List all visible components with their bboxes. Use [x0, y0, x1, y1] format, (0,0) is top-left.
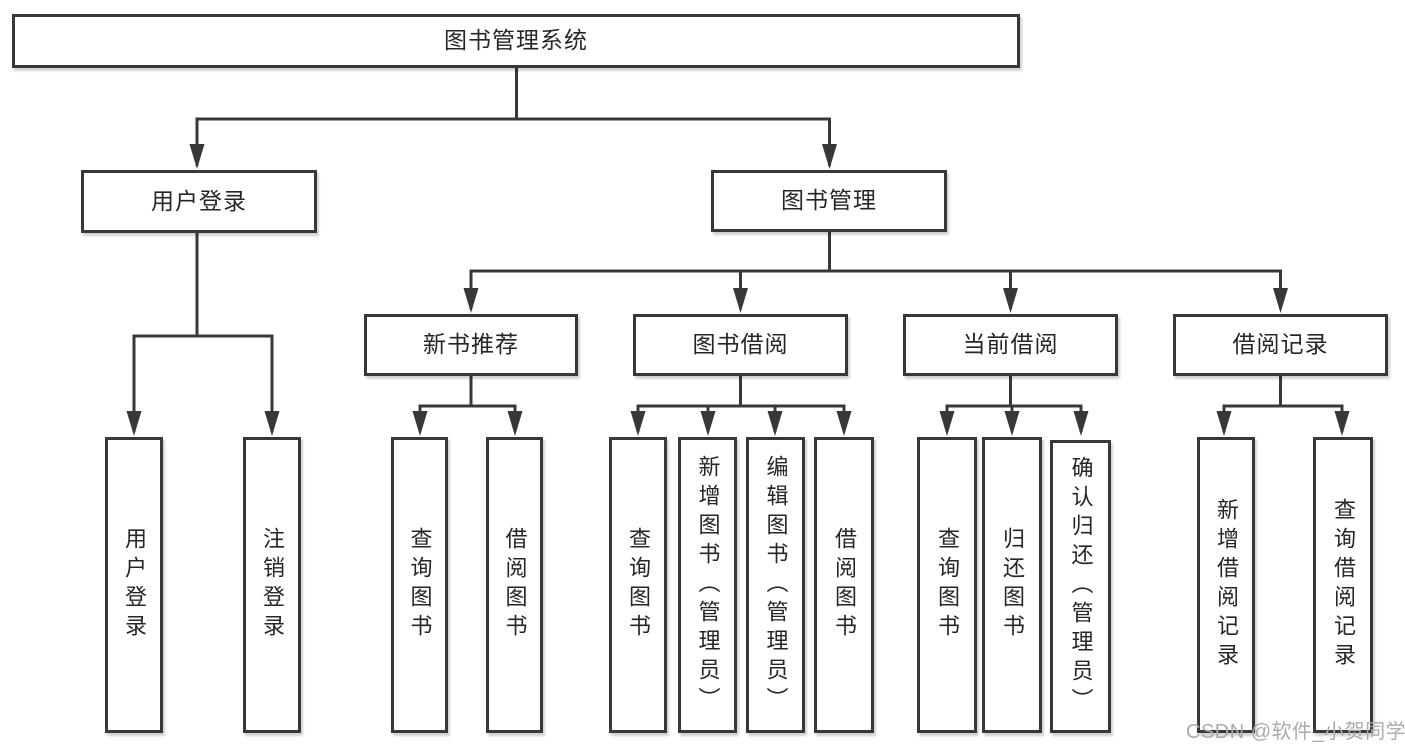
node-label: 归还图书: [1000, 527, 1025, 643]
leaf-borrow-books-borrowing: 借阅图书: [814, 437, 874, 733]
leaf-edit-books-admin: 编辑图书（管理员）: [746, 437, 805, 733]
node-label: 新增借阅记录: [1214, 498, 1239, 672]
node-label: 查询借阅记录: [1331, 498, 1356, 672]
leaf-return-books: 归还图书: [982, 437, 1042, 733]
watermark: CSDN @软件_小贺同学: [1186, 721, 1405, 743]
node-label: 图书借阅: [692, 331, 789, 358]
node-label: 编辑图书（管理员）: [763, 454, 789, 716]
node-current-borrowing: 当前借阅: [903, 314, 1118, 376]
node-root-library-system: 图书管理系统: [12, 14, 1020, 68]
node-borrowing-records: 借阅记录: [1173, 314, 1388, 376]
node-user-login: 用户登录: [81, 170, 317, 233]
leaf-add-books-admin: 新增图书（管理员）: [678, 437, 737, 733]
node-label: 图书管理: [781, 187, 877, 214]
node-label: 用户登录: [151, 187, 247, 214]
node-label: 查询图书: [935, 527, 960, 643]
node-label: 借阅图书: [832, 527, 857, 643]
leaf-add-borrow-record: 新增借阅记录: [1197, 437, 1255, 733]
node-book-borrowing: 图书借阅: [633, 314, 848, 376]
leaf-logout: 注销登录: [243, 437, 301, 733]
node-label: 注销登录: [260, 527, 285, 643]
leaf-borrow-books-recommend: 借阅图书: [486, 437, 543, 733]
leaf-search-books-recommend: 查询图书: [391, 437, 448, 733]
node-new-book-recommendation: 新书推荐: [364, 314, 578, 376]
node-label: 借阅图书: [502, 527, 528, 643]
leaf-confirm-return-admin: 确认归还（管理员）: [1050, 440, 1111, 733]
leaf-search-borrow-record: 查询借阅记录: [1313, 437, 1373, 733]
node-label: 当前借阅: [962, 331, 1059, 358]
node-label: 查询图书: [626, 527, 651, 643]
node-label: 查询图书: [407, 527, 433, 643]
leaf-search-books-current: 查询图书: [917, 437, 977, 733]
node-label: 图书管理系统: [444, 27, 588, 54]
node-label: 新增图书（管理员）: [695, 454, 721, 716]
node-book-management: 图书管理: [711, 170, 947, 232]
leaf-user-login: 用户登录: [105, 437, 163, 733]
node-label: 确认归还（管理员）: [1068, 456, 1094, 717]
node-label: 用户登录: [122, 527, 147, 643]
node-label: 借阅记录: [1232, 331, 1329, 358]
node-label: 新书推荐: [423, 331, 519, 358]
leaf-search-books-borrowing: 查询图书: [609, 437, 667, 733]
